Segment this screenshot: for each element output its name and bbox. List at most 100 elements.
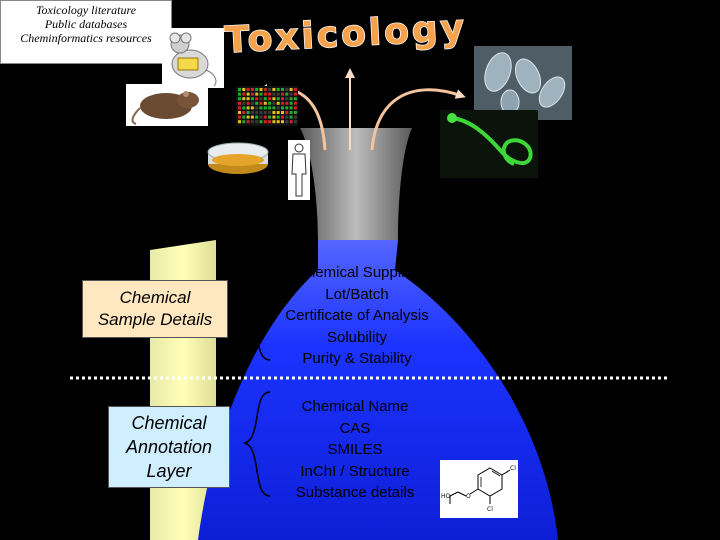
annotation-details-list: Chemical Name CAS SMILES InChI / Structu…: [262, 396, 448, 504]
array-spot: [242, 120, 246, 124]
title-text: Toxicology: [224, 8, 468, 62]
array-spot: [281, 88, 284, 91]
array-spot: [285, 97, 289, 101]
array-spot: [293, 115, 297, 119]
array-spot: [293, 120, 297, 124]
array-spot: [246, 111, 250, 114]
array-spot: [268, 111, 272, 114]
array-spot: [263, 97, 267, 101]
array-spot: [255, 92, 259, 96]
array-spot: [242, 111, 246, 114]
array-spot: [250, 115, 254, 119]
array-spot: [268, 106, 272, 110]
array-spot: [238, 97, 241, 101]
array-spot: [263, 101, 267, 105]
brace-annotation: [243, 391, 271, 497]
array-spot: [259, 120, 263, 124]
array-spot: [263, 88, 267, 91]
array-spot: [268, 115, 272, 119]
array-spot: [281, 106, 284, 110]
list-item: Lot/Batch: [325, 285, 389, 303]
array-spot: [293, 88, 297, 91]
array-spot: [246, 115, 250, 119]
list-item: Chemical Supplier: [296, 264, 418, 281]
resource-line: Public databases: [44, 17, 128, 31]
structure-label-cl-top: Cl: [510, 465, 516, 472]
array-spot: [289, 106, 293, 110]
array-spot: [255, 106, 259, 110]
array-spot: [259, 92, 263, 96]
array-spot: [285, 111, 289, 114]
flask-neck: [300, 128, 412, 240]
array-spot: [281, 120, 284, 124]
array-spot: [263, 106, 267, 110]
array-spot: [281, 97, 284, 101]
array-spot: [293, 111, 297, 114]
array-spot: [250, 106, 254, 110]
list-item: Solubility: [326, 328, 388, 346]
structure-label-o: O: [466, 493, 471, 500]
array-spot: [289, 97, 293, 101]
array-spot: [259, 88, 263, 91]
array-spot: [293, 101, 297, 105]
list-item: Chemical Name: [301, 398, 409, 415]
arrow-right: [370, 88, 466, 151]
array-spot: [285, 88, 289, 91]
sample-box-line-1: Chemical: [119, 288, 191, 307]
list-item: Certificate of Analysis: [285, 307, 429, 324]
array-spot: [263, 111, 267, 114]
array-spot: [276, 106, 280, 110]
array-spot: [285, 115, 289, 119]
chemical-annotation-layer-box: Chemical Annotation Layer: [108, 406, 230, 488]
array-spot: [255, 97, 259, 101]
array-spot: [255, 101, 259, 105]
array-spot: [272, 97, 276, 101]
array-spot: [238, 92, 241, 96]
array-spot: [242, 92, 246, 96]
array-spot: [259, 106, 263, 110]
array-spot: [268, 120, 272, 124]
cells-icon: [474, 46, 572, 120]
array-spot: [250, 92, 254, 96]
array-spot: [242, 106, 246, 110]
array-spot: [276, 120, 280, 124]
structure-label-cl-bottom: Cl: [487, 506, 493, 513]
annotation-box-line-2: Annotation: [125, 437, 213, 457]
mouse-icon: [162, 28, 224, 88]
array-spot: [289, 115, 293, 119]
array-spot: [289, 101, 293, 105]
array-spot: [263, 115, 267, 119]
array-spot: [293, 97, 297, 101]
microarray-icon: [236, 86, 298, 126]
array-spot: [242, 115, 246, 119]
array-spot: [255, 115, 259, 119]
array-spot: [272, 88, 276, 91]
array-spot: [246, 88, 250, 91]
brace-sample: [243, 261, 271, 361]
sample-details-list: Chemical Supplier Lot/Batch Certificate …: [262, 262, 452, 370]
array-spot: [246, 97, 250, 101]
array-spot: [268, 97, 272, 101]
array-spot: [272, 120, 276, 124]
array-spot: [272, 115, 276, 119]
chemical-structure-icon: HO Cl O Cl: [440, 460, 518, 518]
array-spot: [246, 120, 250, 124]
array-spot: [285, 120, 289, 124]
list-item: Purity & Stability: [302, 350, 412, 367]
array-spot: [276, 111, 280, 114]
array-spot: [238, 88, 241, 91]
array-spot: [276, 115, 280, 119]
resource-line: Cheminformatics resources: [20, 31, 152, 45]
annotation-box-line-3: Layer: [146, 461, 192, 481]
array-spot: [272, 101, 276, 105]
array-spot: [268, 92, 272, 96]
array-spot: [242, 101, 246, 105]
array-spot: [281, 111, 284, 114]
structure-label-ho: HO: [441, 493, 451, 500]
array-spot: [289, 120, 293, 124]
array-spot: [285, 106, 289, 110]
array-spot: [293, 106, 297, 110]
array-spot: [276, 101, 280, 105]
array-spot: [272, 92, 276, 96]
